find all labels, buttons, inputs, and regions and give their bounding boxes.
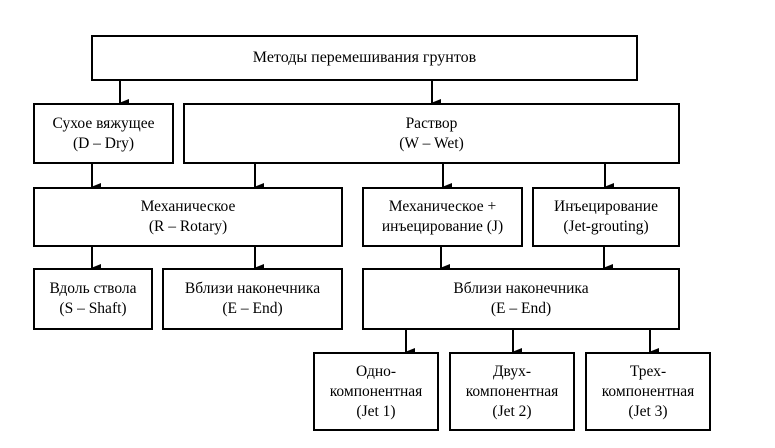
node-root: Методы перемешивания грунтов xyxy=(91,35,638,81)
node-label-line: Трех- xyxy=(629,362,667,380)
node-label-line: Вблизи наконечника xyxy=(453,280,589,297)
node-label-line: Механическое xyxy=(140,198,236,215)
node-label-line: Сухое вяжущее xyxy=(52,114,155,132)
node-label-line: компонентная xyxy=(329,382,423,400)
node-jet3: Трех-компонентная (Jet 3) xyxy=(585,352,711,431)
node-label-line: (E – End) xyxy=(222,300,283,317)
node-rotary: Механическое (R – Rotary) xyxy=(33,187,343,247)
node-end-jet: Вблизи наконечника (E – End) xyxy=(362,268,680,330)
node-label-line: (Jet-grouting) xyxy=(563,218,649,235)
node-label-line: (S – Shaft) xyxy=(59,300,127,317)
node-label-line: Двух- xyxy=(492,362,532,380)
node-mech-jet: Механическое + инъецирование (J) xyxy=(362,187,523,247)
node-label-line: Методы перемешивания грунтов xyxy=(252,49,477,66)
node-jet2: Двух-компонентная (Jet 2) xyxy=(449,352,575,431)
node-label-line: Одно- xyxy=(355,362,397,380)
node-label-line: Вдоль ствола xyxy=(49,280,137,297)
node-jet1: Одно-компонентная (Jet 1) xyxy=(313,352,439,431)
node-label-line: Вблизи наконечника xyxy=(184,280,321,297)
node-label-line: (Jet 1) xyxy=(356,402,396,420)
node-end-rotary: Вблизи наконечника (E – End) xyxy=(162,268,343,330)
node-label-line: (Jet 2) xyxy=(492,402,532,420)
node-label-line: компонентная xyxy=(601,382,695,400)
node-label-line: инъецирование (J) xyxy=(381,218,504,235)
node-label-line: (W – Wet) xyxy=(399,134,464,152)
node-label-line: (D – Dry) xyxy=(72,134,135,152)
node-shaft: Вдоль ствола (S – Shaft) xyxy=(33,268,153,330)
node-jet-grout: Инъецирование (Jet-grouting) xyxy=(532,187,680,247)
node-label-line: Механическое + xyxy=(388,198,497,215)
node-label-line: компонентная xyxy=(465,382,559,400)
node-label-line: (Jet 3) xyxy=(628,402,668,420)
node-wet: Раствор (W – Wet) xyxy=(183,103,680,164)
node-label-line: Инъецирование xyxy=(554,198,658,215)
node-label-line: Раствор xyxy=(405,114,458,132)
node-dry: Сухое вяжущее (D – Dry) xyxy=(33,103,174,164)
node-label-line: (R – Rotary) xyxy=(148,218,228,235)
node-label-line: (E – End) xyxy=(490,300,552,317)
